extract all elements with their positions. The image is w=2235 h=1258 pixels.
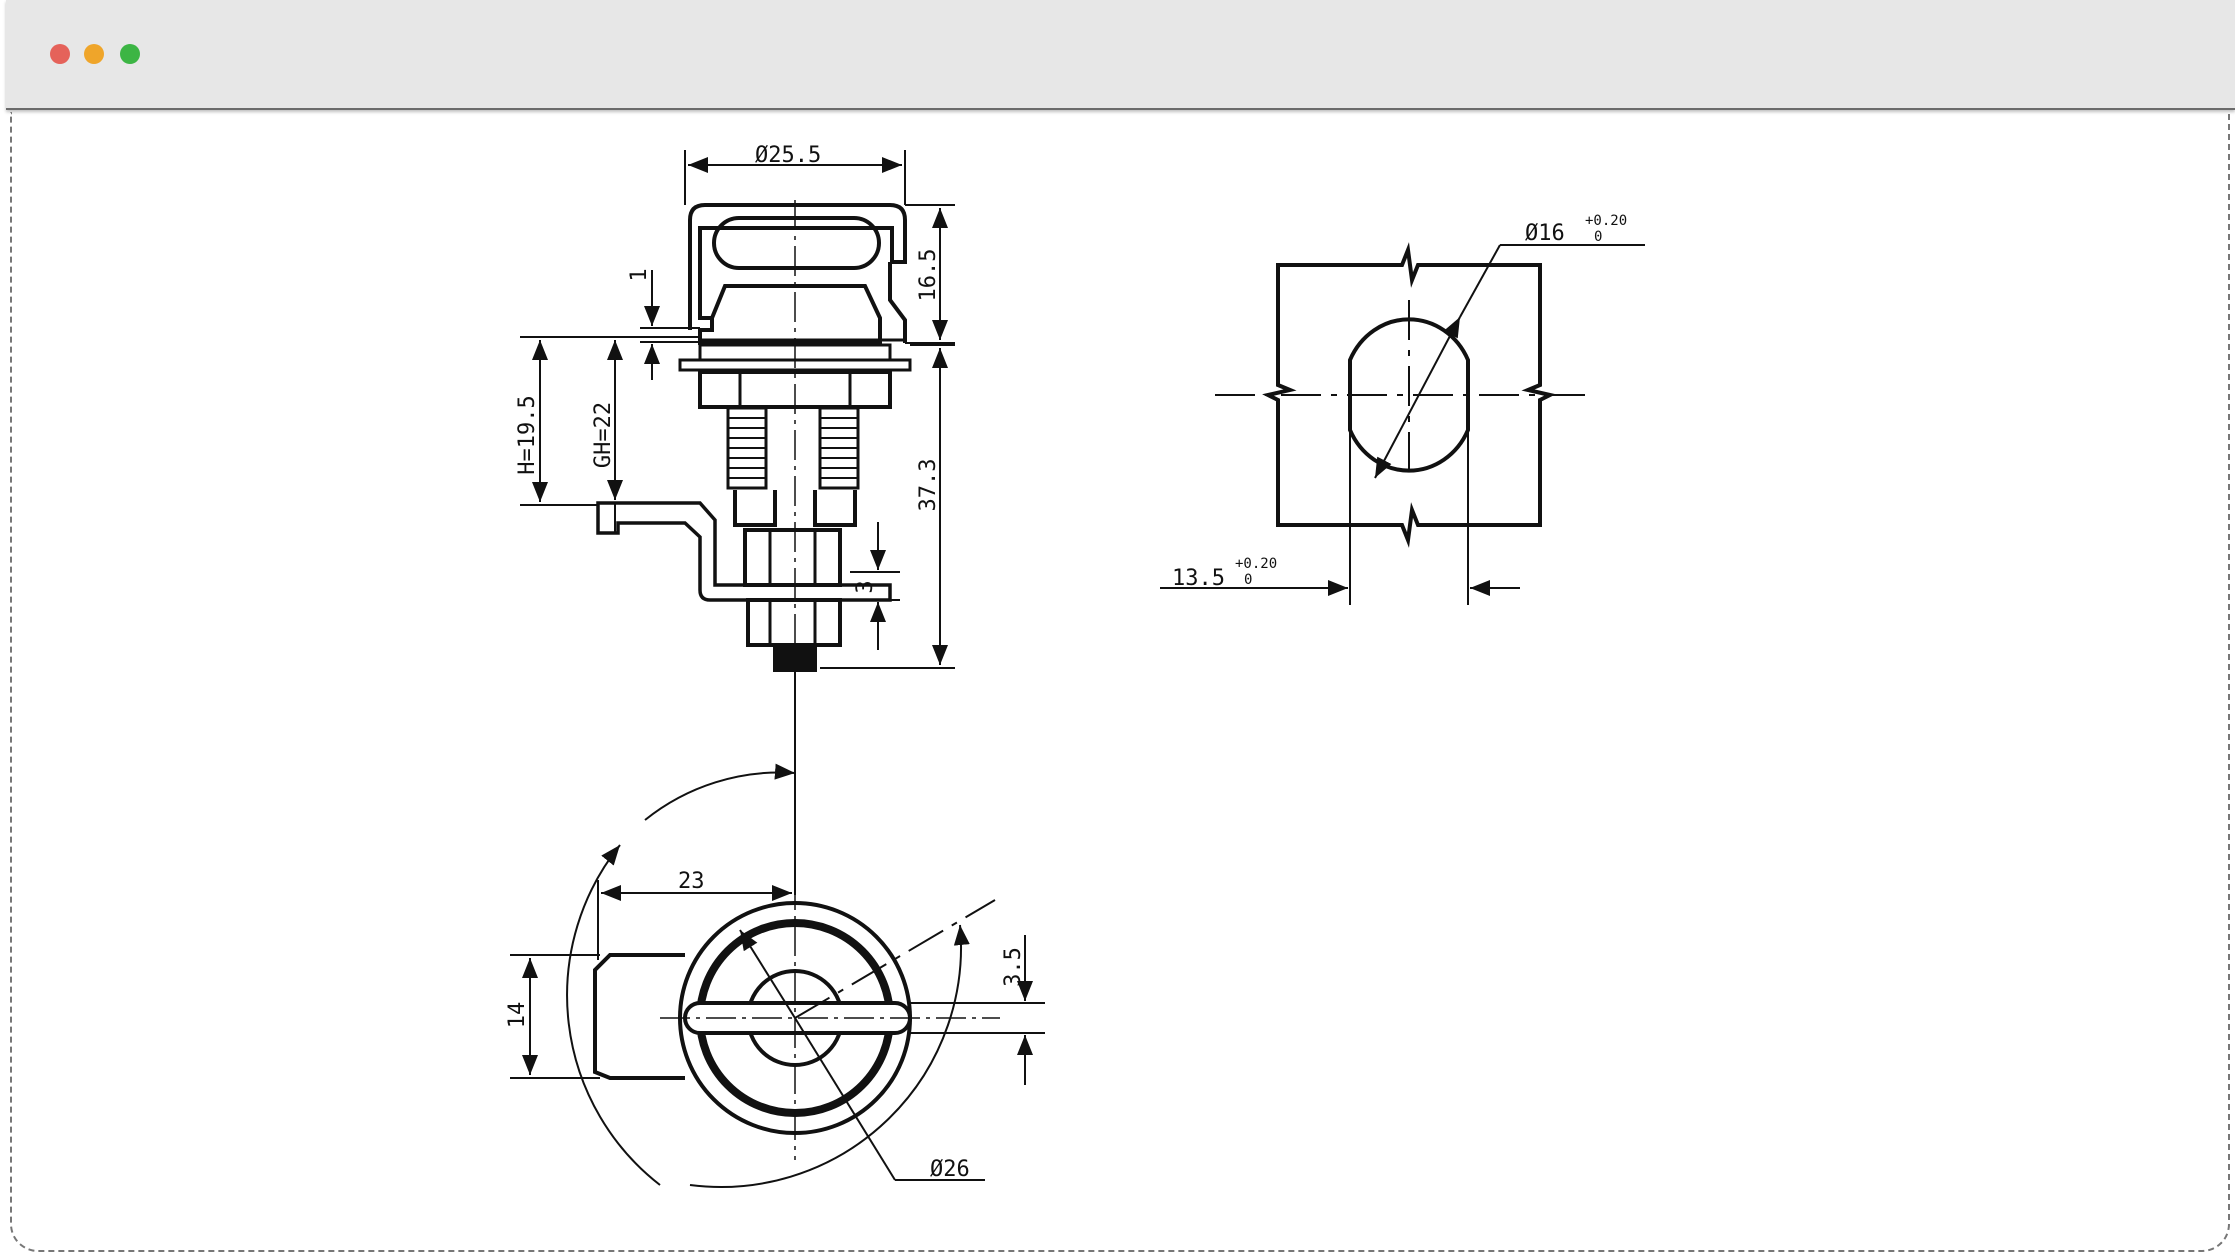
close-button[interactable]	[50, 44, 70, 64]
dim-total-length: 37.3	[916, 459, 941, 512]
dim-cutout-diameter: Ø16	[1525, 221, 1565, 246]
minimize-button[interactable]	[84, 44, 104, 64]
cutout-view-labels: Ø16 +0.20 0 13.5 +0.20 0	[1172, 213, 1627, 591]
dim-cam-reach: 23	[678, 869, 705, 894]
dim-cutout-flat-tol-lower: 0	[1244, 572, 1252, 588]
dim-cutout-flat: 13.5	[1172, 566, 1225, 591]
front-view-dimensions	[510, 880, 1045, 1085]
dim-h: H=19.5	[515, 395, 540, 474]
dim-handle-height: 16.5	[916, 249, 941, 302]
dim-offset: 3.5	[1001, 947, 1026, 987]
front-view-labels: 23 14 3.5 Ø26	[505, 869, 1026, 1182]
dim-cam-thickness: 3	[853, 580, 878, 593]
drawing-canvas	[10, 112, 2230, 1252]
dim-gap: 1	[627, 268, 652, 281]
maximize-button[interactable]	[120, 44, 140, 64]
dim-handle-width: Ø25.5	[755, 143, 821, 168]
dim-gh: GH=22	[591, 402, 616, 468]
dim-face-diameter: Ø26	[930, 1157, 970, 1182]
dim-cam-width: 14	[505, 1002, 530, 1029]
front-view	[566, 763, 1000, 1188]
title-bar	[6, 0, 2235, 110]
dim-cutout-diameter-tol-lower: 0	[1594, 229, 1602, 245]
side-view-labels: Ø25.5 16.5 37.3 1 H=19.5 GH=22 3	[515, 143, 941, 594]
cutout-view	[1160, 242, 1645, 605]
dim-cutout-diameter-tol-upper: +0.20	[1585, 213, 1627, 229]
side-view	[596, 200, 912, 890]
dim-cutout-flat-tol-upper: +0.20	[1235, 556, 1277, 572]
side-view-dimensions	[520, 150, 955, 669]
